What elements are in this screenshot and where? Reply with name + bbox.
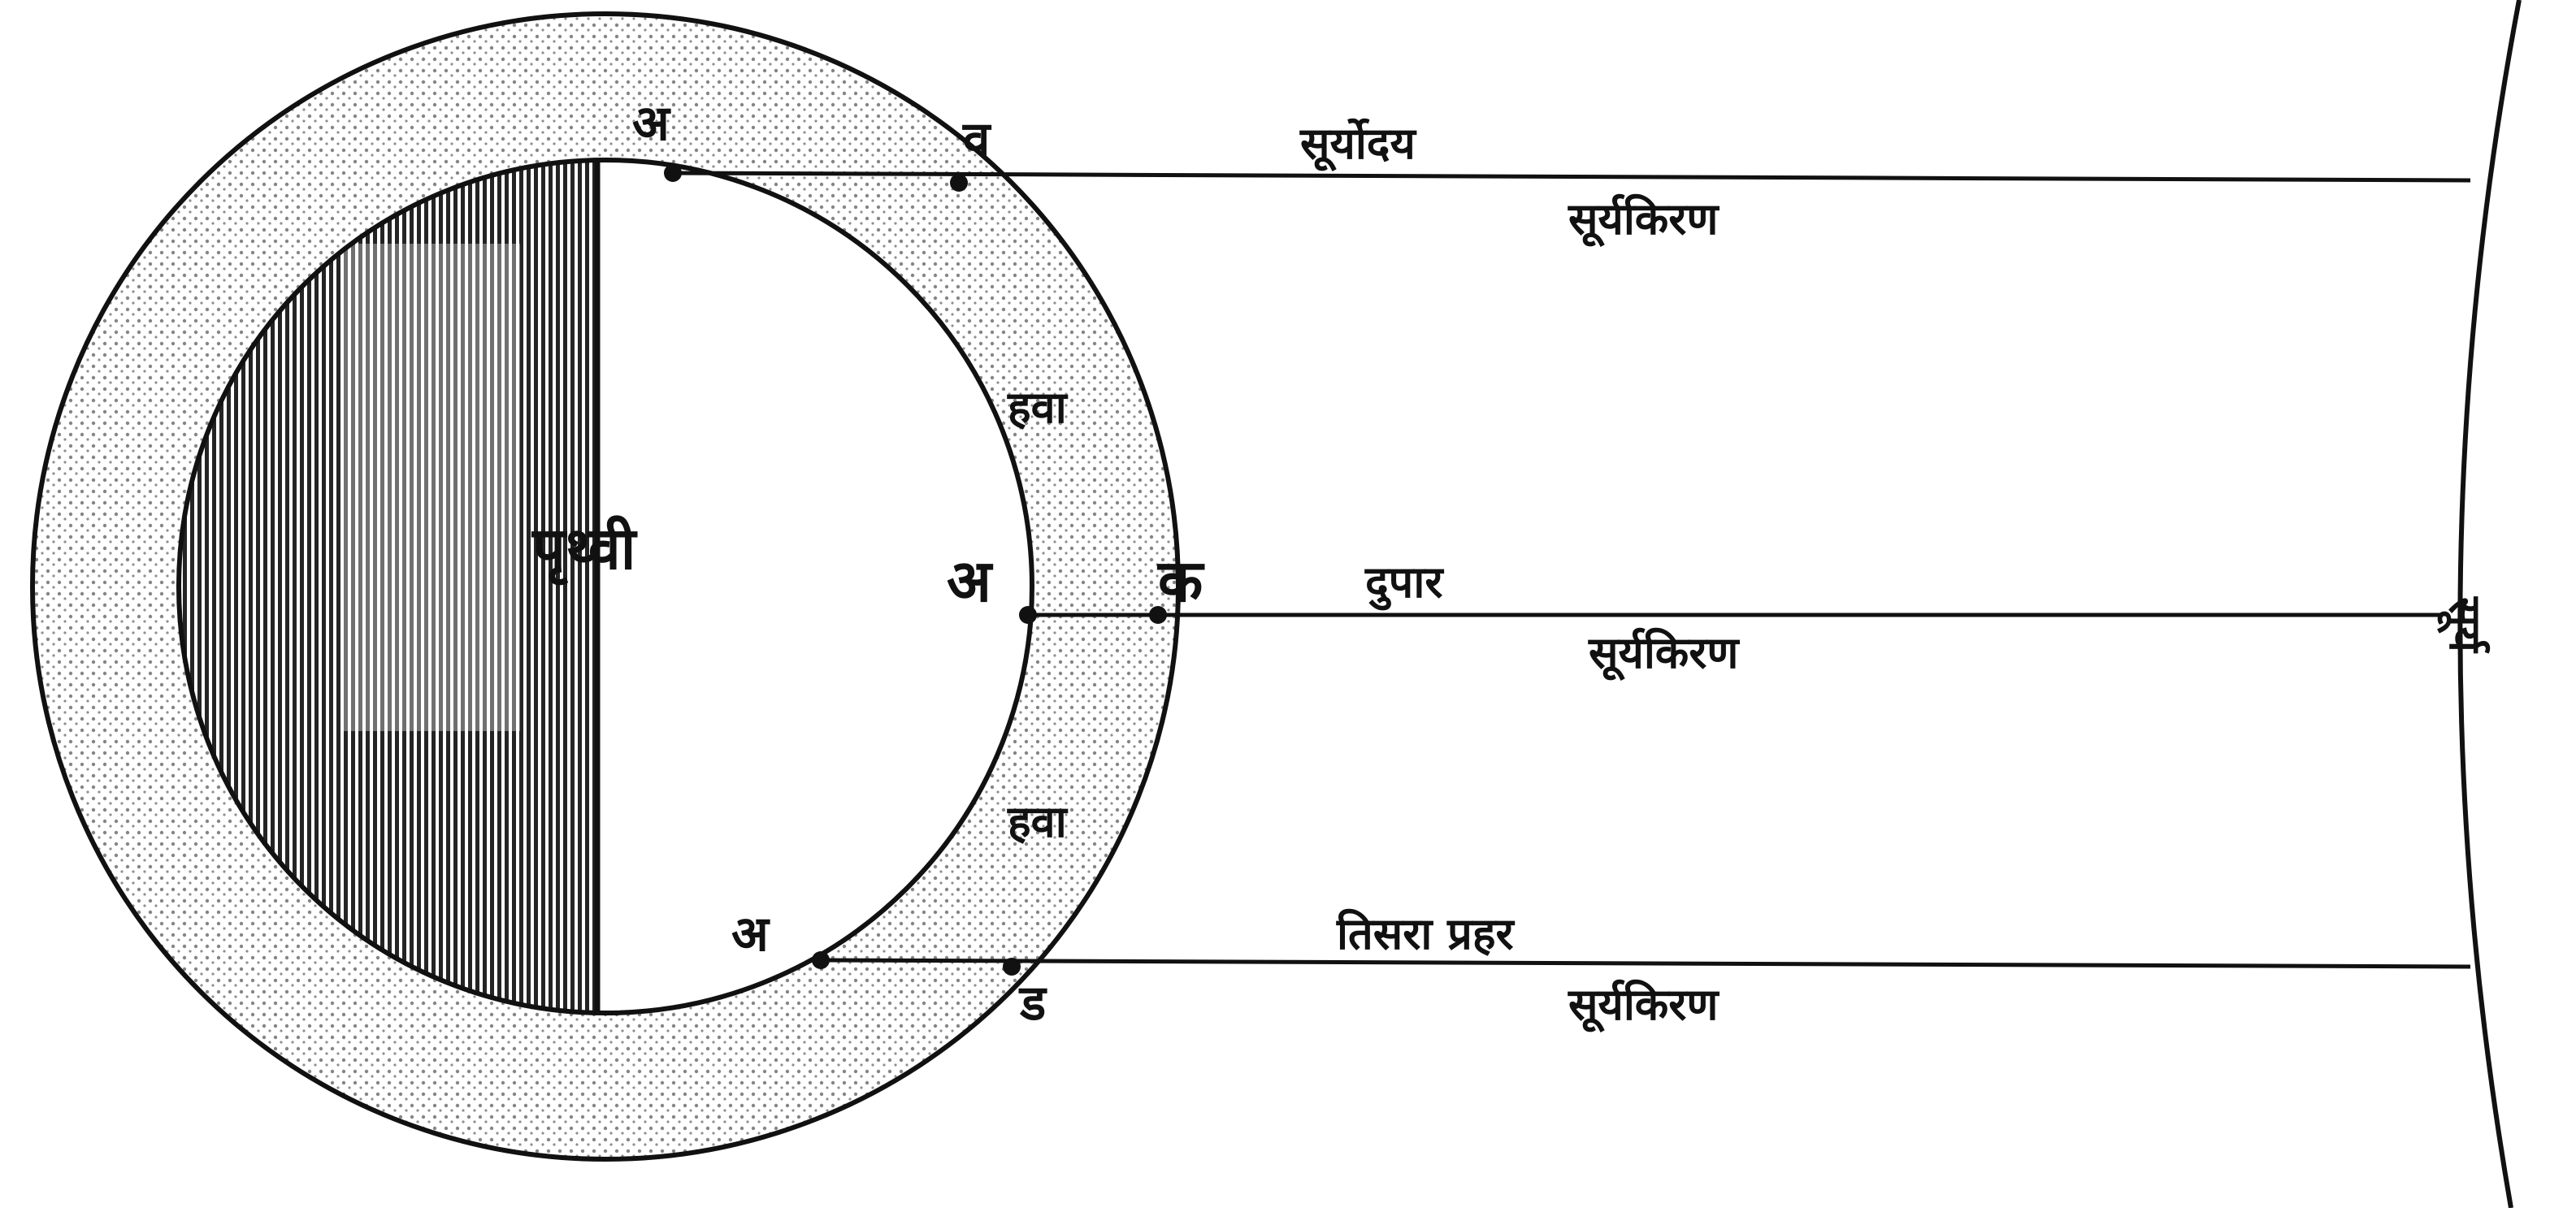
label-a-middle: अ [947, 547, 994, 615]
earth-label: पृथ्वी [531, 514, 638, 586]
point-a-middle [1019, 606, 1037, 624]
ray-label-afternoon: सूर्यकिरण [1568, 979, 1720, 1032]
ray-afternoon [821, 960, 2470, 967]
air-label-upper: हवा [1007, 382, 1069, 433]
label-a-top: अ [632, 95, 671, 152]
label-a-bottom: अ [731, 906, 770, 963]
ray-label-sunrise: सूर्यकिरण [1568, 193, 1720, 247]
point-a-top [664, 164, 682, 182]
label-b: व [962, 111, 992, 168]
point-a-bottom [812, 951, 830, 969]
ray-label-noon: सूर्यकिरण [1588, 627, 1740, 681]
time-label-afternoon: तिसरा प्रहर [1336, 908, 1516, 959]
label-k: क [1156, 547, 1205, 615]
point-b [950, 174, 968, 192]
sun-label: सूर्य [2437, 596, 2491, 654]
point-d [1003, 958, 1021, 976]
label-d: ड [1018, 975, 1047, 1032]
air-label-lower: हवा [1007, 796, 1069, 847]
time-label-sunrise: सूर्योदय [1299, 118, 1416, 171]
time-label-noon: दुपार [1364, 556, 1444, 611]
